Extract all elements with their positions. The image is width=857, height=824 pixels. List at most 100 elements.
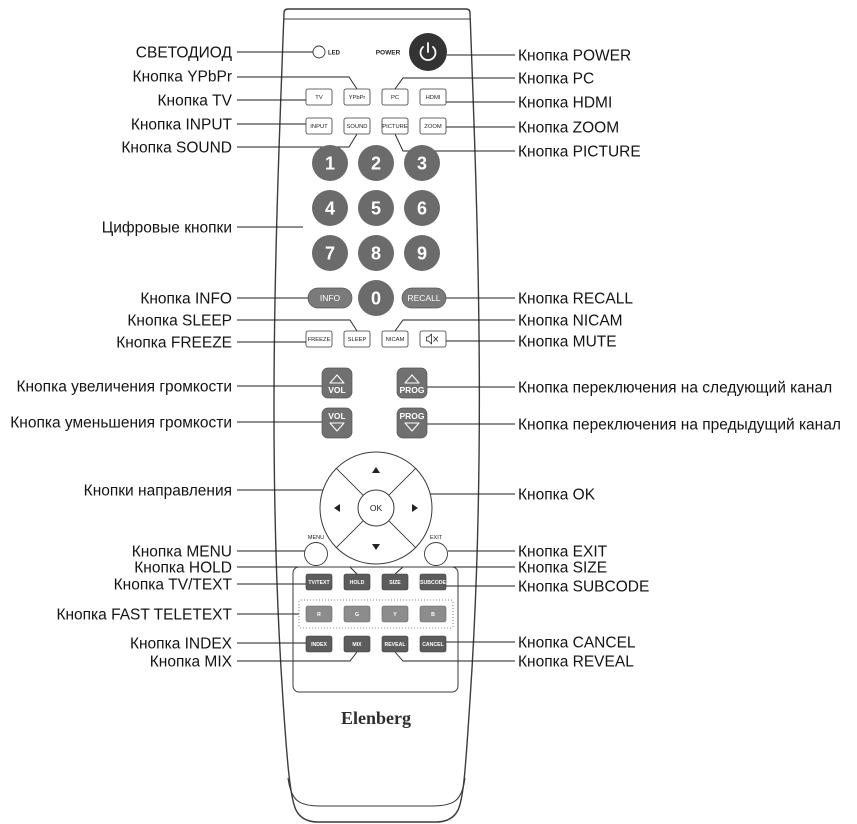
remote-body: [273, 8, 481, 823]
vol-down-button: VOL: [321, 407, 353, 439]
callouts-left: СВЕТОДИОД Кнопка YPbPr Кнопка TV Кнопка …: [10, 45, 232, 671]
callout-size: Кнопка SIZE: [518, 560, 607, 577]
arrow-right-icon: [412, 504, 418, 512]
callout-info: Кнопка INFO: [140, 291, 232, 308]
leader-sound: [237, 133, 358, 148]
callout-input: Кнопка INPUT: [131, 117, 233, 134]
callout-sleep: Кнопка SLEEP: [127, 313, 232, 330]
leader-sleep: [237, 319, 358, 332]
ypbpr-button-label: YPbPr: [349, 95, 366, 101]
digit-button-6: 6: [404, 190, 440, 226]
ok-button: OK: [357, 489, 395, 527]
remote-shell: [273, 8, 481, 823]
tv-button-label: TV: [315, 95, 323, 101]
cancel-button-label: CANCEL: [422, 642, 444, 648]
index-button: INDEX: [305, 635, 333, 653]
tv-button: TV: [305, 88, 333, 106]
callout-index: Кнопка INDEX: [130, 636, 233, 653]
callout-digits: Цифровые кнопки: [102, 220, 232, 237]
pc-button-label: PC: [391, 95, 399, 101]
ypbpr-button: YPbPr: [343, 88, 371, 106]
sound-button: SOUND: [343, 117, 371, 135]
ok-button-label: OK: [370, 503, 383, 513]
arrow-down-icon: [404, 422, 420, 432]
tvtext-button: TV/TEXT: [305, 573, 333, 591]
recall-button-label: RECALL: [407, 293, 440, 303]
digit-button-9: 9: [404, 235, 440, 271]
subcode-button-label: SUBCODE: [420, 580, 446, 586]
digit-label: 8: [371, 244, 381, 264]
callout-cancel: Кнопка CANCEL: [518, 635, 636, 652]
digit-label: 2: [371, 154, 381, 174]
av-row: INPUT SOUND PICTURE ZOOM: [305, 117, 447, 135]
digit-label: 0: [371, 289, 381, 309]
reveal-button: REVEAL: [381, 635, 409, 653]
fastext-green-button: G: [343, 605, 371, 623]
size-button-label: SIZE: [389, 580, 401, 586]
callout-subcode: Кнопка SUBCODE: [518, 579, 649, 596]
hdmi-button: HDMI: [419, 88, 447, 106]
fastext-red-button: R: [305, 605, 333, 623]
picture-button-label: PICTURE: [382, 124, 408, 130]
zoom-button-label: ZOOM: [424, 124, 442, 130]
tvtext-button-label: TV/TEXT: [308, 580, 330, 586]
fastext-yellow-button: Y: [381, 605, 409, 623]
nicam-button: NICAM: [381, 330, 409, 348]
hold-button: HOLD: [343, 573, 371, 591]
menu-button-label: MENU: [308, 535, 324, 541]
nicam-button-label: NICAM: [386, 337, 405, 343]
vol-up-label: VOL: [328, 385, 345, 395]
leader-reveal: [394, 651, 515, 662]
arrow-left-icon: [334, 504, 340, 512]
freeze-button: FREEZE: [305, 330, 333, 348]
digit-button-1: 1: [312, 145, 348, 181]
cancel-button: CANCEL: [419, 635, 447, 653]
info-button-label: INFO: [320, 293, 341, 303]
callout-prog-up: Кнопка переключения на следующий канал: [518, 380, 832, 397]
picture-button: PICTURE: [381, 117, 409, 135]
mute-button: [419, 330, 447, 348]
exit-button-label: EXIT: [430, 535, 443, 541]
subcode-button: SUBCODE: [419, 573, 447, 591]
source-row: TV YPbPr PC HDMI: [305, 88, 447, 106]
callout-direction: Кнопки направления: [84, 483, 232, 500]
hdmi-button-label: HDMI: [426, 95, 441, 101]
prog-up-label: PROG: [399, 385, 424, 395]
vol-up-button: VOL: [321, 367, 353, 399]
callout-hold: Кнопка HOLD: [134, 560, 232, 577]
hold-button-label: HOLD: [350, 580, 365, 586]
power-icon: [419, 42, 437, 61]
prog-down-button: PROG: [396, 407, 428, 439]
digit-label: 5: [371, 199, 381, 219]
input-button-label: INPUT: [310, 124, 328, 130]
digit-pad: 1 2 3 4 5 6 7 8 9 0: [312, 145, 440, 316]
callout-exit: Кнопка EXIT: [518, 544, 608, 561]
callout-mute: Кнопка MUTE: [518, 334, 617, 351]
callout-fastext: Кнопка FAST TELETEXT: [56, 607, 232, 624]
digit-button-3: 3: [404, 145, 440, 181]
led-indicator: [312, 45, 326, 59]
callout-led: СВЕТОДИОД: [136, 45, 233, 62]
fastext-label: Y: [393, 612, 397, 618]
size-button: SIZE: [381, 573, 409, 591]
arrow-up-icon: [372, 467, 380, 473]
leaders-left: [237, 51, 358, 662]
callout-picture: Кнопка PICTURE: [518, 144, 641, 161]
leader-picture: [394, 133, 515, 152]
remote-bottom-cap: [287, 777, 466, 807]
top-section: LED POWER: [312, 33, 447, 71]
power-label: POWER: [376, 50, 401, 57]
led-label: LED: [328, 51, 341, 57]
menu-button: MENU: [304, 535, 328, 566]
freeze-button-label: FREEZE: [308, 337, 331, 343]
digit-label: 9: [417, 244, 427, 264]
callout-sound: Кнопка SOUND: [121, 140, 232, 157]
arrow-up-icon: [404, 374, 420, 384]
arrow-up-icon: [329, 374, 345, 384]
misc-row: FREEZE SLEEP NICAM: [305, 330, 447, 348]
callout-tvtext: Кнопка TV/TEXT: [114, 577, 233, 594]
mute-icon: [426, 333, 439, 345]
power-button: [409, 33, 447, 71]
digit-button-0: 0: [358, 280, 394, 316]
index-button-label: INDEX: [311, 642, 327, 648]
